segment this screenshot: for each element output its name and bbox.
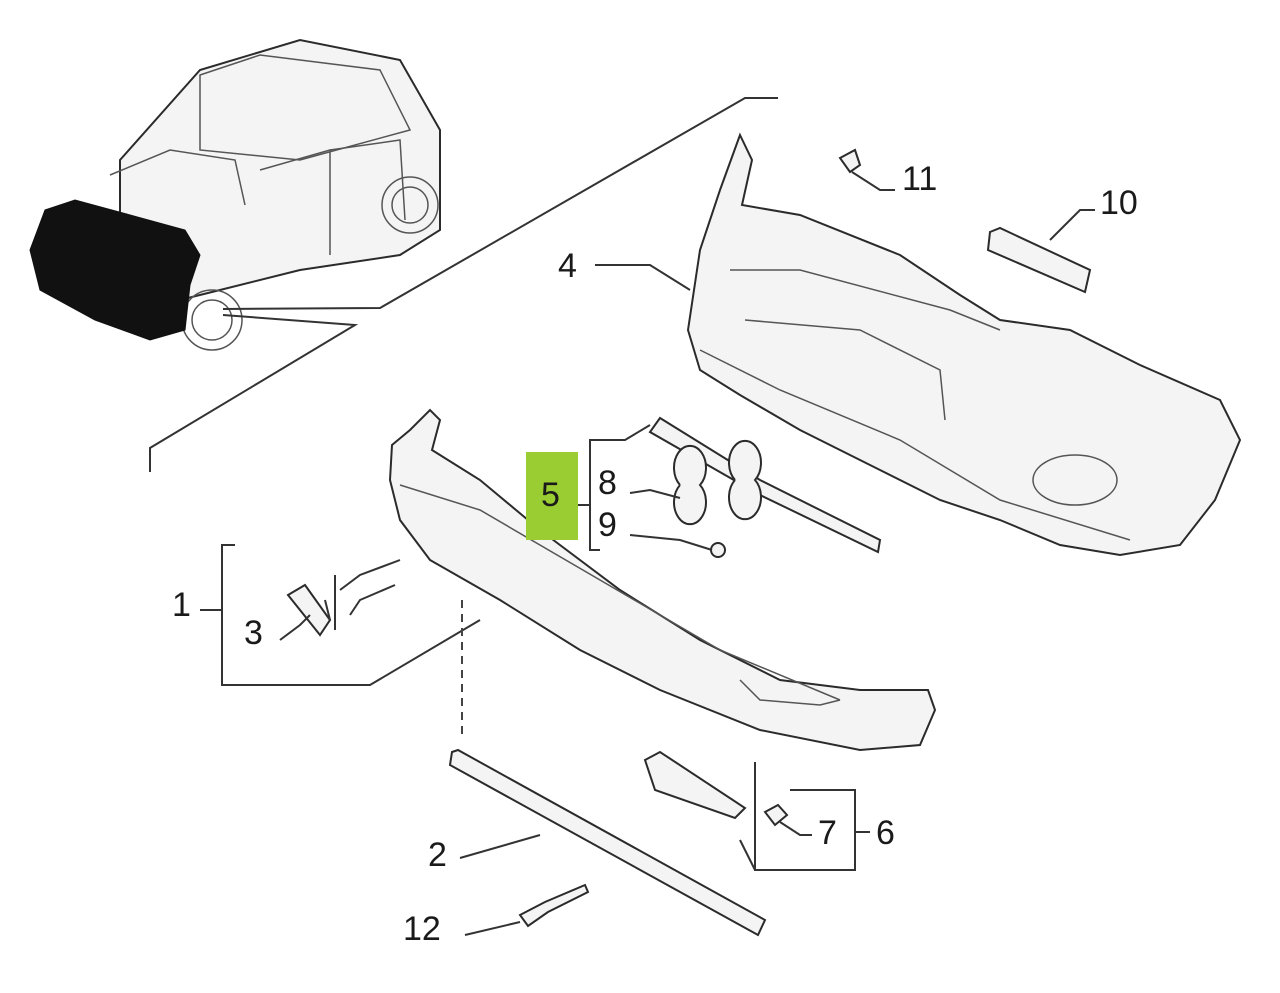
callout-5: 5 [541, 476, 560, 514]
bracket-1 [200, 544, 481, 686]
bumper-cover-part [686, 132, 1242, 557]
callout-3: 3 [244, 614, 263, 652]
pin-part-12 [464, 883, 590, 936]
clip-part-11 [838, 148, 895, 191]
callout-11: 11 [902, 160, 937, 198]
callout-2: 2 [428, 836, 447, 874]
leader-line-4 [595, 264, 691, 291]
bracket-5 [575, 424, 713, 551]
callout-7: 7 [818, 814, 837, 852]
bracket-part-3 [286, 575, 336, 637]
lower-bumper-part [388, 408, 937, 752]
callout-4: 4 [558, 247, 577, 285]
callout-5-highlight [526, 452, 578, 540]
callout-12: 12 [403, 910, 441, 948]
callout-6: 6 [876, 814, 895, 852]
callout-9: 9 [598, 506, 617, 544]
strip-part-10 [986, 209, 1095, 294]
overview-connector-lines [149, 97, 778, 472]
callout-10: 10 [1100, 184, 1138, 222]
fog-cover-part-6 [643, 750, 870, 871]
callout-1: 1 [172, 586, 191, 624]
grille-trim-part-5 [648, 416, 882, 558]
callout-8: 8 [598, 464, 617, 502]
front-bumper-highlight [29, 199, 201, 341]
strip-part-2 [448, 748, 767, 937]
